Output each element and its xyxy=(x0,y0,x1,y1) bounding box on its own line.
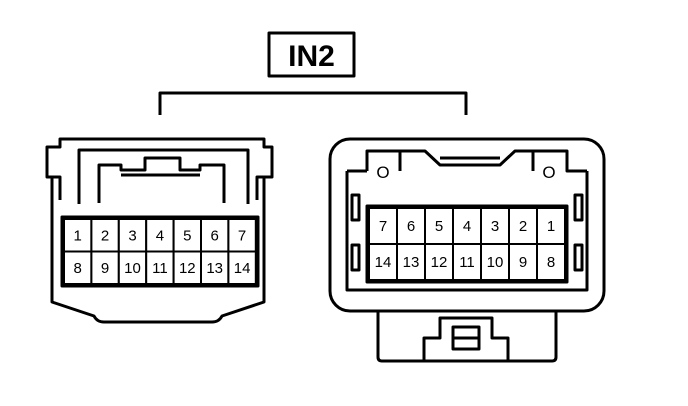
right-pin-label: 3 xyxy=(491,218,499,235)
right-pin-cell xyxy=(536,207,566,245)
right-lock-tab xyxy=(422,316,510,360)
left-latch-outer xyxy=(52,175,264,200)
left-pin-label: 4 xyxy=(156,227,164,244)
left-pin-label: 10 xyxy=(124,260,141,277)
left-pin-label: 11 xyxy=(152,260,168,277)
left-latch-frame xyxy=(77,148,250,204)
connector-label: IN2 xyxy=(288,40,335,73)
right-latch-notch xyxy=(400,149,533,167)
left-latch-top xyxy=(97,156,226,203)
right-pin-label: 1 xyxy=(547,218,555,235)
right-side-tab-right-top xyxy=(573,193,584,222)
left-pin-grid-frame xyxy=(60,215,260,288)
right-pin-cell xyxy=(368,243,398,281)
right-pin-cell xyxy=(396,207,426,245)
left-pin-label: 2 xyxy=(101,227,109,244)
right-pin-label: 12 xyxy=(431,254,448,271)
left-pin-label: 8 xyxy=(74,260,82,277)
left-pin-cell xyxy=(172,218,203,253)
connector-bracket xyxy=(158,91,468,115)
title-box xyxy=(267,31,356,78)
right-pin-label: 14 xyxy=(375,254,392,271)
right-pin-cells: 7 6 5 4 3 2 1 14 13 12 11 10 9 8 xyxy=(368,207,566,281)
left-pin-label: 13 xyxy=(206,260,223,277)
right-connector xyxy=(328,137,606,363)
left-pin-cell xyxy=(90,218,120,253)
right-pin-label: 4 xyxy=(463,218,471,235)
right-pin-cell xyxy=(536,243,566,281)
left-pin-label: 14 xyxy=(234,260,251,277)
left-pin-cell xyxy=(227,250,257,285)
left-pin-cell xyxy=(172,250,203,285)
right-pin-label: 11 xyxy=(459,254,475,271)
left-pin-cell xyxy=(63,218,93,253)
right-pin-label: 2 xyxy=(519,218,527,235)
right-bottom-lock xyxy=(376,311,558,363)
right-pin-cell xyxy=(424,243,454,281)
right-pin-grid-frame xyxy=(365,204,569,284)
left-pin-label: 6 xyxy=(211,227,219,244)
right-side-tab-left-bottom xyxy=(350,243,361,272)
right-inner-frame xyxy=(345,149,589,292)
right-pin-label: 8 xyxy=(547,254,555,271)
left-pin-cell xyxy=(145,250,175,285)
right-pin-label: 7 xyxy=(379,218,387,235)
right-latch-mark-left: O xyxy=(376,163,389,182)
right-latch-mark-right: O xyxy=(542,163,555,182)
right-pin-label: 13 xyxy=(403,254,420,271)
right-pin-label: 5 xyxy=(435,218,443,235)
right-pin-cell xyxy=(508,207,538,245)
right-pin-cell xyxy=(396,243,426,281)
left-pin-cell xyxy=(200,218,230,253)
right-connector-body xyxy=(328,137,606,313)
left-pin-label: 7 xyxy=(238,227,246,244)
left-pin-label: 12 xyxy=(179,260,196,277)
left-pin-label: 3 xyxy=(128,227,136,244)
right-pin-label: 6 xyxy=(407,218,415,235)
left-connector xyxy=(45,137,274,324)
right-side-tab-right-bottom xyxy=(573,243,584,272)
left-pin-cell xyxy=(117,218,148,253)
right-side-tab-left-top xyxy=(350,193,361,222)
right-pin-label: 9 xyxy=(519,254,527,271)
left-pin-label: 9 xyxy=(101,260,109,277)
left-pin-label: 5 xyxy=(183,227,191,244)
left-connector-body xyxy=(45,137,274,324)
right-pin-label: 10 xyxy=(487,254,504,271)
left-pin-label: 1 xyxy=(74,227,82,244)
